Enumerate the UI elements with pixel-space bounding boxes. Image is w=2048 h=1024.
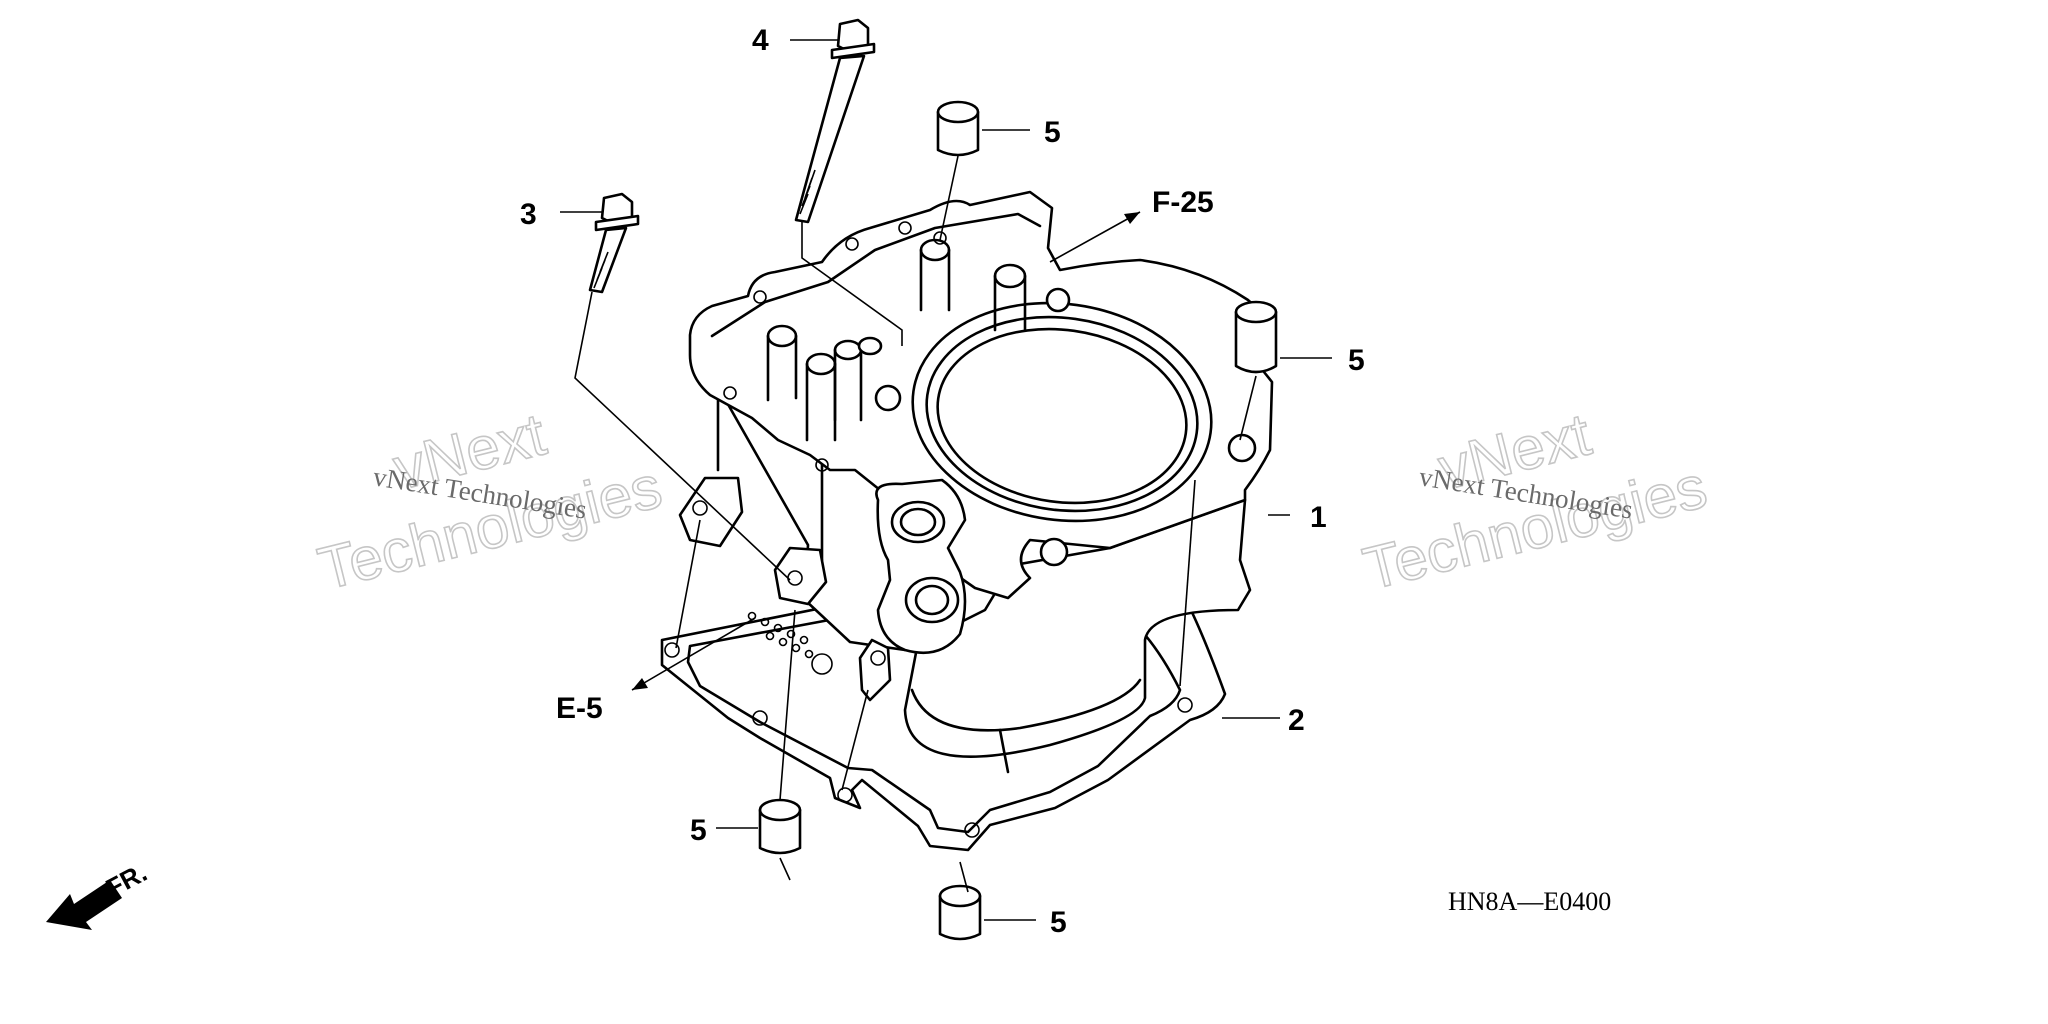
front-arrow-icon	[46, 880, 122, 930]
callout-5-bottom: 5	[1050, 906, 1067, 939]
callout-3: 3	[520, 198, 537, 231]
callout-5-lower-left: 5	[690, 814, 707, 847]
watermark-left: vNext Technologies vNext Technologies	[311, 400, 669, 604]
ref-arrow-head	[1049, 211, 1141, 263]
dowel-pin-top[interactable]	[936, 100, 980, 157]
callout-1: 1	[1310, 501, 1327, 534]
ref-label-head: F-25	[1152, 186, 1214, 219]
callout-leaders	[560, 39, 1332, 921]
dowel-pin-right[interactable]	[1234, 300, 1278, 374]
watermark-right: vNext Technologies vNext Technologies	[1356, 400, 1714, 604]
long-bolt[interactable]	[794, 18, 876, 224]
short-bolt[interactable]	[588, 192, 640, 294]
ref-label-crankcase: E-5	[556, 692, 603, 725]
callout-5-top: 5	[1044, 116, 1061, 149]
dowel-pin-lower-left[interactable]	[758, 798, 802, 855]
cylinder[interactable]	[678, 190, 1274, 774]
dowel-pin-bottom[interactable]	[938, 884, 982, 941]
callout-2: 2	[1288, 704, 1305, 737]
diagram-code: HN8A—E0400	[1448, 887, 1611, 916]
oil-hole-pattern	[747, 611, 814, 659]
ref-arrow-crankcase	[631, 617, 756, 691]
assembly-lines	[574, 155, 1257, 893]
callout-4: 4	[752, 24, 769, 57]
callout-5-right: 5	[1348, 344, 1365, 377]
